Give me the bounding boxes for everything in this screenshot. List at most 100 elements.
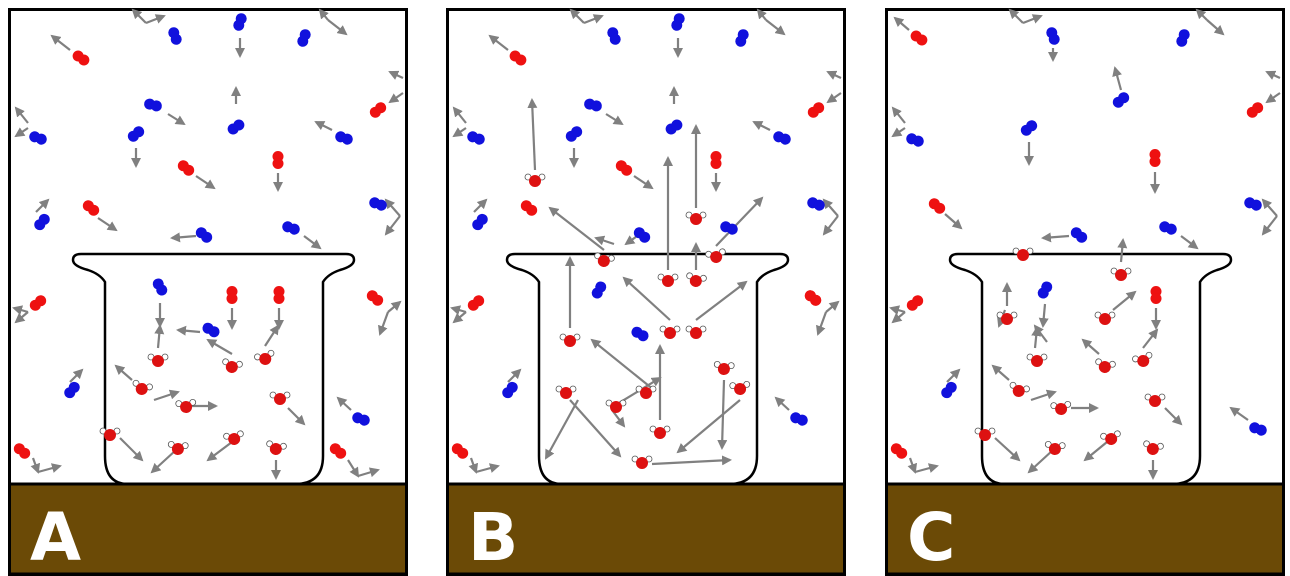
nitrogen-molecule-icon [1020,120,1038,136]
water-molecule-icon [99,427,121,441]
nitrogen-molecule-icon [502,381,518,399]
oxygen-molecule-icon [366,290,384,306]
motion-arrow-icon [264,324,280,347]
nitrogen-molecule-icon [195,227,213,243]
motion-arrow-icon [622,276,671,321]
nitrogen-molecule-icon [1159,221,1177,235]
motion-arrow-icon [1261,198,1278,217]
water-molecule-icon [555,385,577,399]
water-molecule-icon [1009,381,1030,397]
motion-arrow-icon [944,213,963,230]
motion-arrow-icon [1206,19,1225,36]
motion-arrow-icon [1112,290,1137,311]
water-molecule-icon [1143,440,1164,455]
oxygen-molecule-icon [1246,102,1264,118]
nitrogen-molecule-icon [34,213,50,231]
nitrogen-molecule-icon [227,119,245,135]
motion-arrow-icon [1033,324,1048,343]
motion-arrow-icon [822,198,839,217]
water-molecule-icon [685,325,707,339]
panel-c: C [885,8,1285,576]
motion-arrow-icon [1038,303,1049,328]
motion-arrow-icon [473,198,488,213]
motion-arrow-icon [119,437,144,462]
water-molecule-icon [269,391,291,405]
oxygen-molecule-icon [29,295,47,311]
motion-arrow-icon [695,280,748,321]
motion-arrow-icon [131,8,147,24]
motion-arrow-icon [176,325,201,336]
water-molecule-icon [631,455,653,469]
motion-arrow-icon [35,198,50,213]
motion-arrow-icon [826,70,842,80]
nitrogen-molecule-icon [64,381,80,399]
motion-arrow-icon [153,389,180,402]
motion-arrow-icon [1265,92,1281,104]
motion-arrow-icon [891,127,906,138]
motion-arrow-icon [889,305,906,316]
motion-arrow-icon [30,457,41,474]
motion-arrow-icon [145,14,166,25]
motion-arrow-icon [893,16,910,31]
motion-arrow-icon [287,407,306,426]
nitrogen-molecule-icon [335,131,353,145]
panel-letter: B [468,499,518,576]
motion-arrow-icon [387,300,402,313]
nitrogen-molecule-icon [1070,227,1088,243]
water-molecule-icon [266,440,287,455]
motion-arrow-icon [384,215,401,236]
oxygen-molecule-icon [710,151,722,169]
motion-arrow-icon [347,459,360,478]
motion-arrow-icon [822,215,839,236]
oxygen-molecule-icon [13,443,31,459]
motion-arrow-icon [633,175,654,190]
motion-arrow-icon [97,217,118,232]
nitrogen-molecule-icon [152,278,168,296]
oxygen-molecule-icon [890,443,908,459]
motion-arrow-icon [314,121,333,131]
nitrogen-molecule-icon [631,326,649,342]
oxygen-molecule-icon [1150,286,1162,304]
motion-arrow-icon [1081,338,1100,355]
motion-arrow-icon [991,364,1010,381]
oxygen-molecule-icon [928,198,946,214]
beaker-icon [948,252,1233,486]
nitrogen-molecule-icon [1037,281,1053,299]
motion-arrow-icon [1041,232,1070,243]
motion-arrow-icon [891,106,906,124]
nitrogen-molecule-icon [773,131,791,145]
water-molecule-icon [1132,351,1153,367]
motion-arrow-icon [388,70,404,80]
water-molecule-icon [1110,267,1132,281]
water-molecule-icon [659,325,681,339]
motion-arrow-icon [907,457,918,474]
motion-arrow-icon [826,92,842,104]
oxygen-molecule-icon [177,160,195,176]
nitrogen-molecule-icon [735,29,749,47]
ground [885,482,1285,576]
water-molecule-icon [223,430,244,445]
nitrogen-molecule-icon [472,213,488,231]
motion-arrow-icon [488,34,509,51]
motion-arrow-icon [206,338,233,355]
motion-arrow-icon [774,396,790,411]
oxygen-molecule-icon [226,286,238,304]
water-molecule-icon [1100,430,1121,445]
nitrogen-molecule-icon [790,412,808,426]
nitrogen-molecule-icon [565,126,583,142]
motion-arrow-icon [545,399,579,460]
motion-arrow-icon [527,98,538,171]
motion-arrow-icon [507,368,522,383]
nitrogen-molecule-icon [297,29,311,47]
panel-b: B [446,8,846,576]
nitrogen-molecule-icon [941,381,957,399]
water-molecule-icon [605,399,627,413]
water-molecule-icon [594,252,615,267]
motion-arrow-icon [569,399,622,458]
motion-arrow-icon [195,175,216,190]
motion-arrow-icon [1229,406,1249,421]
panel-letter: C [907,499,955,576]
nitrogen-molecule-icon [633,227,651,243]
oxygen-molecule-icon [1149,149,1161,167]
water-molecule-icon [635,385,657,399]
